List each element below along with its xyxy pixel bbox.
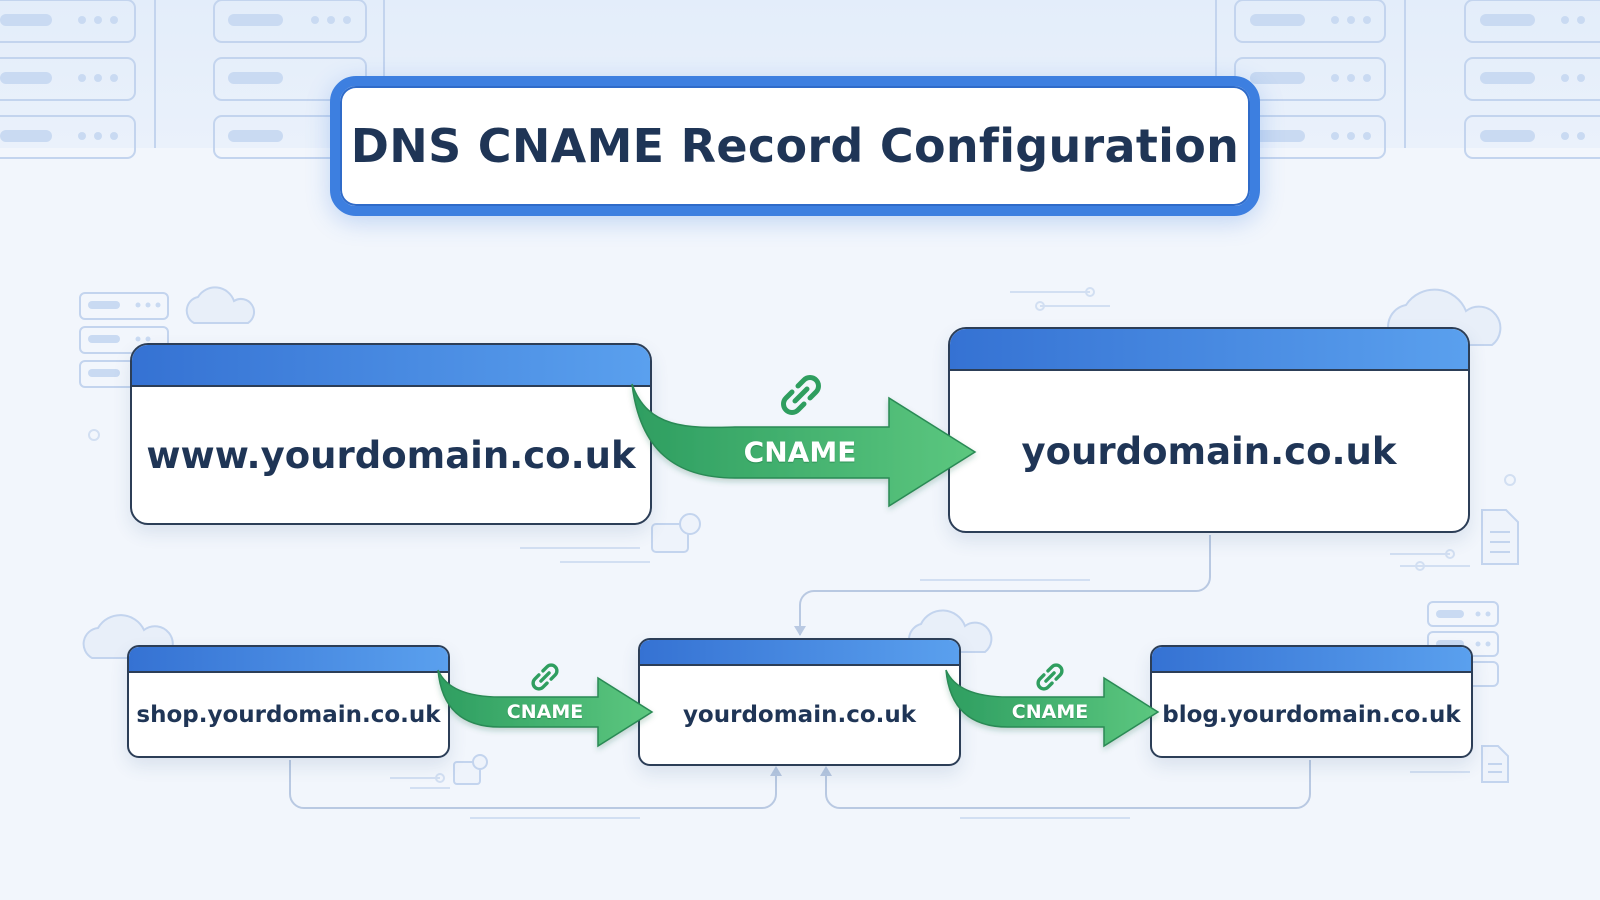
link-icon xyxy=(781,375,821,415)
link-icon xyxy=(531,663,559,691)
cname-label-right: CNAME xyxy=(1011,701,1089,723)
cname-label-left: CNAME xyxy=(506,701,584,723)
target-domain-card: yourdomain.co.uk xyxy=(948,327,1470,533)
center-domain-label: yourdomain.co.uk xyxy=(682,702,917,728)
server-rack-bars xyxy=(0,14,1585,142)
diagram-title-box: DNS CNAME Record Configuration xyxy=(330,76,1260,216)
source-domain-label: www.yourdomain.co.uk xyxy=(146,433,636,477)
shop-domain-card: shop.yourdomain.co.uk xyxy=(127,645,450,758)
blog-domain-card: blog.yourdomain.co.uk xyxy=(1150,645,1473,758)
target-domain-label: yourdomain.co.uk xyxy=(1021,429,1397,473)
diagram-title: DNS CNAME Record Configuration xyxy=(350,119,1240,173)
center-domain-card: yourdomain.co.uk xyxy=(638,638,961,766)
source-domain-card: www.yourdomain.co.uk xyxy=(130,343,652,525)
card-header xyxy=(132,345,650,387)
card-header xyxy=(129,647,448,673)
card-header xyxy=(640,640,959,666)
link-icon xyxy=(1036,663,1064,691)
cname-label-top: CNAME xyxy=(743,435,857,469)
connector-lines xyxy=(289,535,1311,809)
card-header xyxy=(1152,647,1471,673)
card-header xyxy=(950,329,1468,371)
shop-domain-label: shop.yourdomain.co.uk xyxy=(136,701,441,728)
blog-domain-label: blog.yourdomain.co.uk xyxy=(1162,701,1461,728)
document-icon xyxy=(453,509,1519,785)
